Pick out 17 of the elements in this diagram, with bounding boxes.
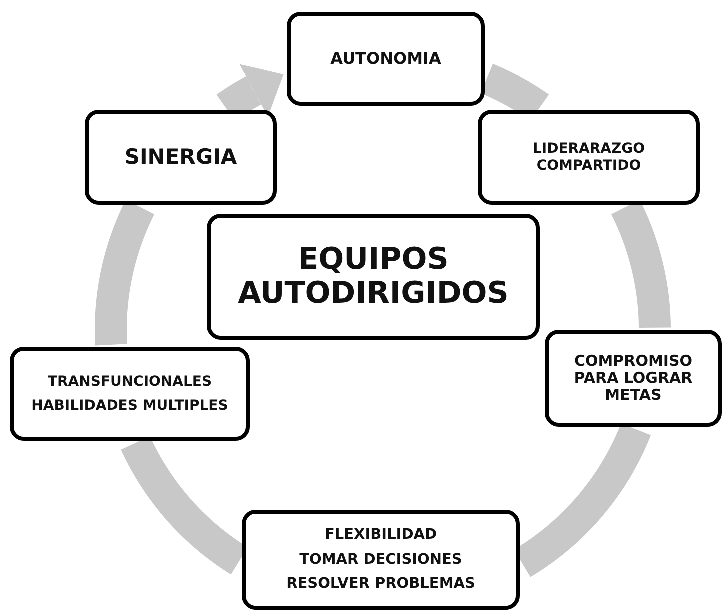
node-box (478, 110, 700, 205)
node-label: TRANSFUNCIONALES (48, 374, 212, 390)
node-label: FLEXIBILIDAD (325, 526, 437, 544)
node-box (10, 347, 250, 441)
node-label: RESOLVER PROBLEMAS (286, 576, 476, 593)
central-box (207, 214, 540, 340)
node-box (242, 510, 520, 610)
node-box (85, 110, 277, 205)
node-label: SINERGIA (124, 145, 238, 170)
node-label: COMPROMISO PARA LOGRAR METAS (573, 352, 694, 404)
node-label: AUTONOMIA (330, 50, 442, 68)
node-label: TOMAR DECISIONES (300, 552, 462, 568)
node-box (287, 12, 485, 106)
node-label: EQUIPOS AUTODIRIGIDOS (237, 242, 510, 312)
node-box (545, 330, 722, 427)
node-label: HABILIDADES MULTIPLES (32, 398, 228, 414)
node-label: LIDERARAZGO COMPARTIDO (532, 141, 646, 174)
